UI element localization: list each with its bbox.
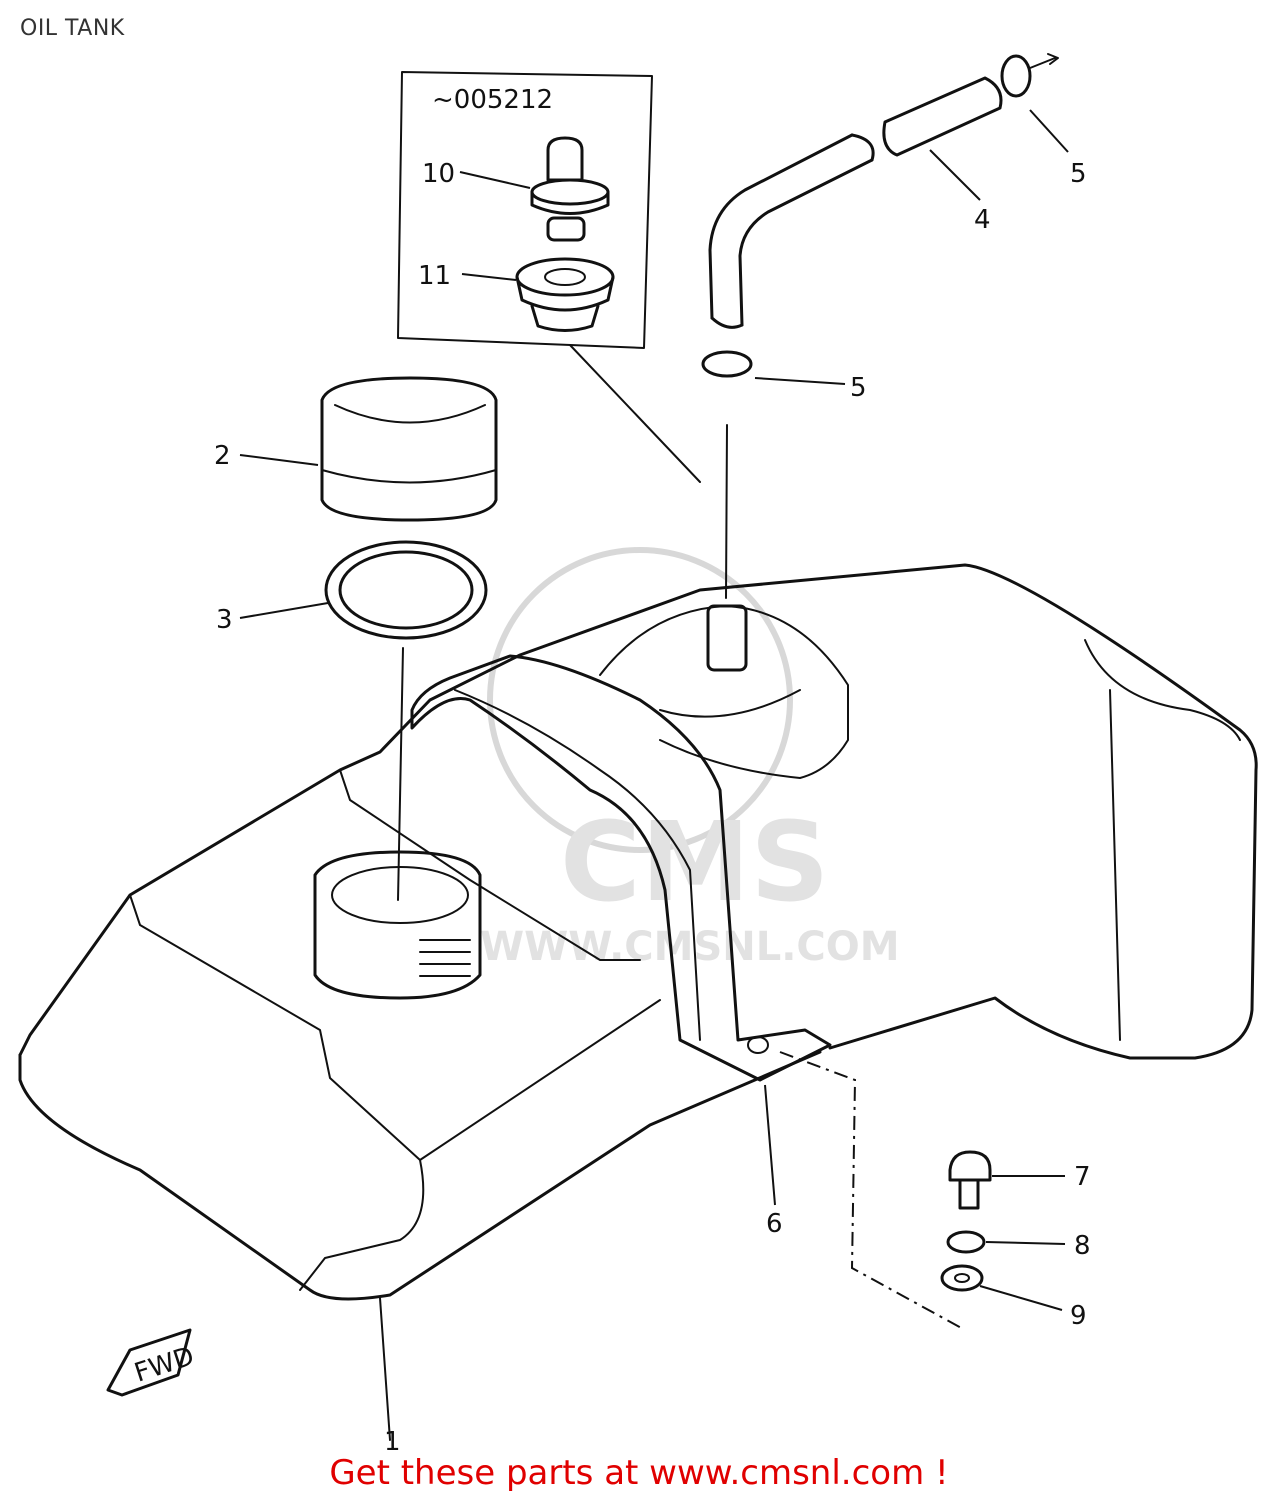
page-title: OIL TANK — [20, 16, 125, 41]
breather-valve — [530, 136, 610, 242]
watermark-brand: CMS — [560, 798, 829, 926]
callout-3: 3 — [216, 605, 233, 635]
callout-9: 9 — [1070, 1301, 1087, 1331]
callout-11: 11 — [418, 261, 451, 291]
oil-tank — [18, 563, 1258, 1301]
gasket — [239, 540, 488, 640]
filler-cap — [239, 376, 498, 522]
callout-2: 2 — [214, 441, 231, 471]
callout-5-top: 5 — [1070, 159, 1087, 189]
fwd-arrow: FWD — [106, 1328, 198, 1397]
inset-box: ~005212 10 11 — [397, 71, 653, 349]
tank-strap — [410, 654, 832, 1206]
callout-5-mid: 5 — [850, 373, 867, 403]
callout-10: 10 — [422, 159, 455, 189]
call-to-action-link[interactable]: Get these parts at www.cmsnl.com ! — [329, 1453, 949, 1493]
grommet — [515, 257, 615, 332]
fwd-label: FWD — [131, 1341, 198, 1388]
callout-6: 6 — [766, 1209, 783, 1239]
callout-4: 4 — [974, 205, 991, 235]
callout-8: 8 — [1074, 1231, 1091, 1261]
callout-1: 1 — [384, 1427, 401, 1457]
watermark: CMS WWW.CMSNL.COM — [480, 547, 900, 970]
inset-label: ~005212 — [432, 85, 553, 115]
hardware — [940, 1150, 1066, 1311]
breather-hose — [701, 53, 1069, 385]
callout-7: 7 — [1074, 1162, 1091, 1192]
watermark-url: WWW.CMSNL.COM — [480, 924, 900, 970]
